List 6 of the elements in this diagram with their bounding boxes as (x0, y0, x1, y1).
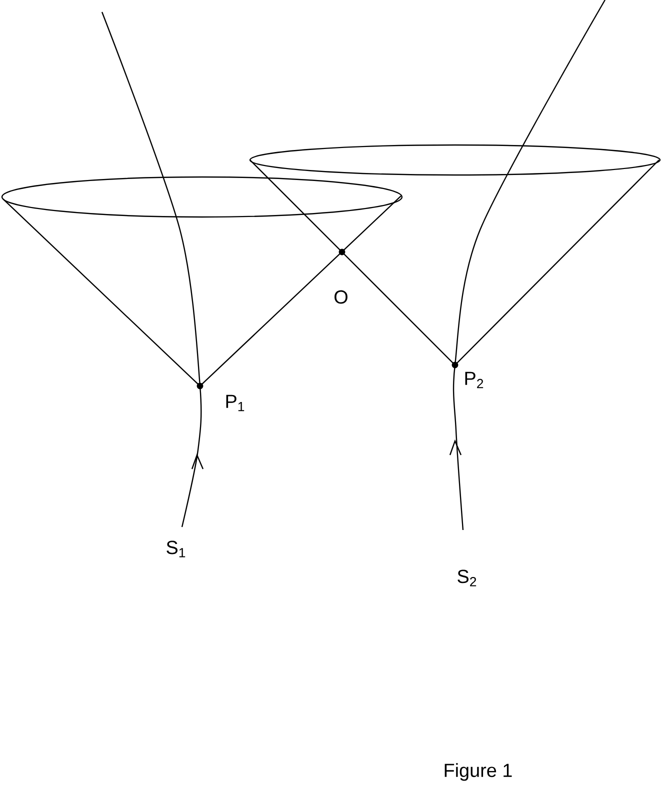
point-label: S$_{2}$ (458, 570, 476, 586)
point-label: P$_{1}$ (226, 394, 244, 412)
point-label: S$_{1}$ (166, 540, 186, 558)
point-label: P$_{2}$ (465, 372, 484, 388)
figure-caption: Figure 1 (444, 763, 512, 781)
point-label: O (334, 290, 348, 304)
